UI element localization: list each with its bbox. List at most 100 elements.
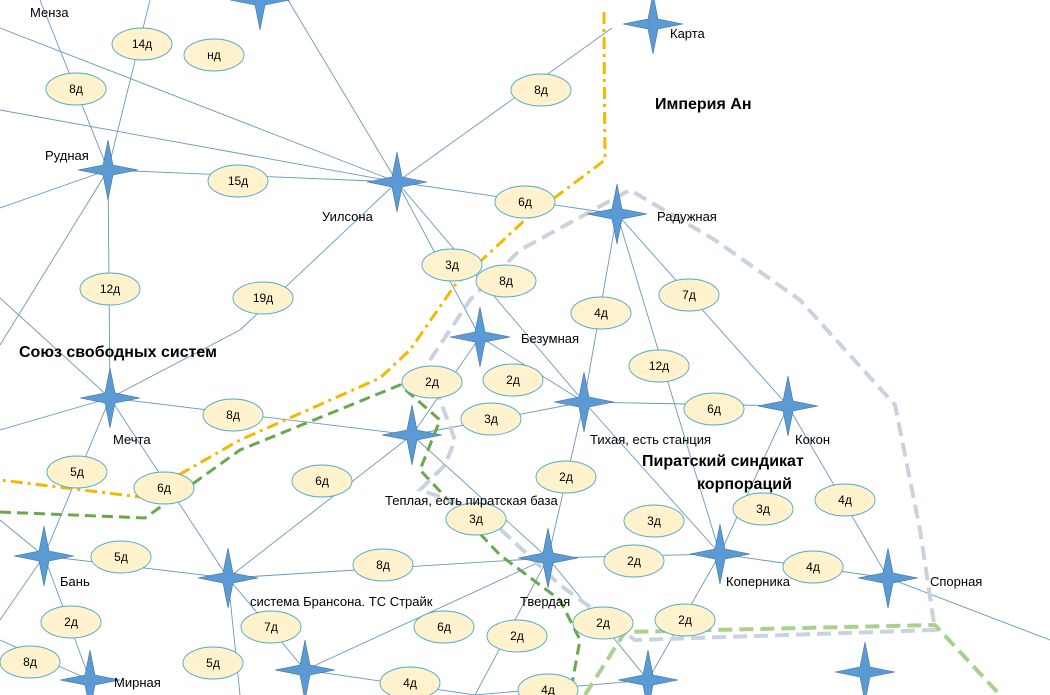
route-label: 2д (401, 365, 463, 399)
route-label-text: 4д (838, 493, 852, 507)
star-system-icon (622, 0, 684, 55)
south-border (583, 622, 1002, 695)
route-label-text: 4д (594, 306, 608, 320)
route-line (616, 213, 789, 407)
route-label-text: 7д (264, 620, 278, 634)
route-label-oval (814, 483, 876, 517)
star-system-icon (274, 639, 336, 695)
region-name-pirates-line2: корпораций (697, 476, 792, 493)
route-label: 5д (182, 646, 244, 680)
system-name-raduzhnaya: Радужная (657, 209, 717, 224)
route-label: 2д (486, 619, 548, 653)
route-line (0, 169, 109, 209)
region-names: Империя Ан Союз свободных систем Пиратск… (19, 96, 804, 493)
star-system-icon (197, 547, 259, 609)
route-label-text: 8д (534, 83, 548, 97)
route-label-oval (232, 281, 294, 315)
route-label-text: 2д (559, 470, 573, 484)
route-label-oval (654, 603, 716, 637)
route-label: 15д (207, 164, 269, 198)
system-name-branson: система Брансона. ТС Страйк (250, 594, 433, 609)
route-label-text: 3д (756, 502, 770, 516)
route-label: 6д (494, 185, 556, 219)
star-system-icon (77, 139, 139, 201)
route-label: 4д (517, 673, 579, 695)
route-label: 2д (535, 460, 597, 494)
route-label-text: 12д (649, 359, 669, 373)
route-label: 4д (379, 666, 441, 695)
route-label-text: 7д (682, 288, 696, 302)
system-name-menza: Менза (30, 5, 69, 20)
route-label: 2д (572, 606, 634, 640)
route-label: 19д (232, 281, 294, 315)
system-name-wilson: Уилсона (322, 209, 374, 224)
route-label: 8д (0, 645, 61, 679)
route-label-text: 5д (70, 465, 84, 479)
route-label: 6д (291, 464, 353, 498)
route-label-text: 2д (678, 613, 692, 627)
route-label: 3д (460, 402, 522, 436)
system-name-teplaya: Теплая, есть пиратская база (385, 493, 558, 508)
route-label-text: 6д (707, 402, 721, 416)
route-label-oval (482, 363, 544, 397)
route-label-text: 2д (596, 616, 610, 630)
route-label: 8д (475, 264, 537, 298)
route-line (396, 27, 613, 183)
route-label-text: 2д (627, 554, 641, 568)
route-label-oval (207, 164, 269, 198)
route-label-oval (572, 606, 634, 640)
route-label-oval (45, 72, 107, 106)
route-label-oval (683, 392, 745, 426)
region-name-pirates-line1: Пиратский синдикат (642, 453, 804, 470)
route-label: 12д (79, 272, 141, 306)
star-system-icon (517, 527, 579, 589)
route-label-oval (494, 185, 556, 219)
route-line (411, 434, 549, 559)
route-line (719, 405, 789, 555)
route-label-oval (445, 502, 507, 536)
route-label-text: 6д (157, 481, 171, 495)
route-label-text: 4д (403, 676, 417, 690)
route-label-text: 8д (499, 274, 513, 288)
route-label: 7д (240, 610, 302, 644)
route-line (0, 109, 398, 183)
route-label: нд (183, 38, 245, 72)
route-label-text: 5д (206, 656, 220, 670)
system-names: Менза Карта Рудная Уилсона Радужная Безу… (30, 5, 982, 690)
route-label-oval (40, 605, 102, 639)
route-label-text: 4д (541, 683, 555, 695)
route-label-text: 8д (226, 408, 240, 422)
route-label-text: 3д (484, 412, 498, 426)
system-name-spornaya: Спорная (930, 574, 982, 589)
system-name-rudnaya: Рудная (45, 148, 89, 163)
route-label-text: 6д (518, 195, 532, 209)
system-name-mechta: Мечта (113, 432, 151, 447)
route-label-text: 12д (100, 282, 120, 296)
system-name-kopernika: Коперника (726, 574, 791, 589)
route-label-oval (0, 645, 61, 679)
route-line (0, 519, 45, 557)
empire-border (0, 12, 607, 499)
star-system-icon (617, 649, 679, 695)
route-label-text: 8д (23, 655, 37, 669)
route-line (0, 27, 398, 183)
route-label-oval (623, 504, 685, 538)
route-label: 4д (570, 296, 632, 330)
route-label: 6д (133, 471, 195, 505)
route-label-oval (401, 365, 463, 399)
region-name-union: Союз свободных систем (19, 344, 217, 361)
route-label-oval (46, 455, 108, 489)
route-label-text: 6д (315, 474, 329, 488)
route-label: 5д (90, 540, 152, 574)
route-line (0, 297, 111, 399)
system-name-tikhaya: Тихая, есть станция (590, 432, 711, 447)
route-label-oval (183, 38, 245, 72)
route-label-oval (658, 278, 720, 312)
route-label-text: 14д (132, 37, 152, 51)
route-label-text: 2д (425, 375, 439, 389)
route-label-text: 8д (69, 82, 83, 96)
route-label-text: 5д (114, 550, 128, 564)
route-label-oval (240, 610, 302, 644)
star-system-icon (59, 649, 121, 695)
